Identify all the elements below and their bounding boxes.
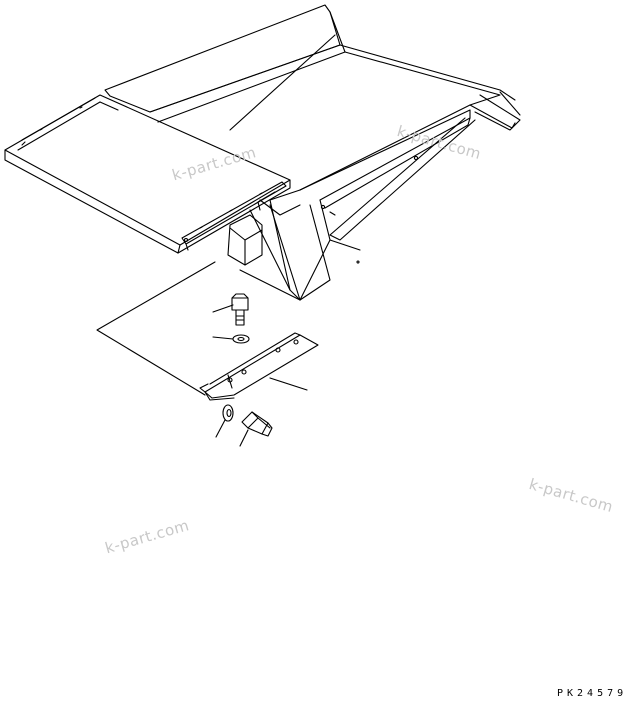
hinge-bracket xyxy=(199,332,319,401)
washer-lower xyxy=(222,404,234,422)
dump-body-assembly xyxy=(104,4,521,301)
bolt-upper xyxy=(231,293,249,326)
callout-leaders xyxy=(212,304,249,447)
cover-hinge-strip xyxy=(181,181,287,245)
tailgate-frame xyxy=(474,94,521,131)
bolt-lower xyxy=(241,411,273,437)
hinge-block xyxy=(227,214,263,266)
body-left-wall xyxy=(104,4,341,113)
washer-upper xyxy=(232,334,250,344)
diagonal-brace xyxy=(329,117,476,241)
side-frame-rail xyxy=(299,109,471,201)
cover-top xyxy=(4,94,291,246)
body-floor xyxy=(299,51,501,191)
drawing-code: PK24579 xyxy=(557,688,628,699)
detail-leader-lines xyxy=(96,261,308,396)
cover-plate xyxy=(4,94,291,254)
